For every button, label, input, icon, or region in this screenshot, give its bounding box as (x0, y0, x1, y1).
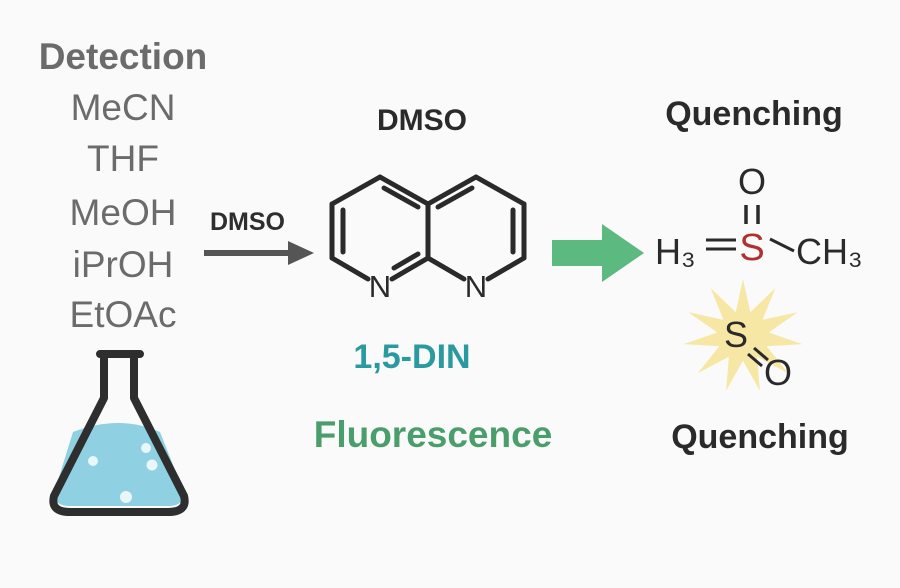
naphthyridine-structure: N N (329, 174, 527, 304)
quenching-top-label: Quenching (665, 95, 843, 133)
solvent-mecn: MeCN (70, 87, 176, 128)
green-arrow-icon (552, 224, 644, 282)
burst-icon: S O (683, 279, 803, 393)
arrow-label-dmso: DMSO (210, 208, 285, 236)
starburst-shape (683, 279, 803, 391)
atom-n-right: N (465, 269, 487, 304)
detection-title: Detection (38, 36, 208, 77)
methyl-left: H₃ (655, 231, 696, 272)
molecule-header: DMSO (377, 104, 467, 137)
bubble (120, 491, 132, 503)
burst-oxygen: O (764, 352, 792, 393)
fluorescence-label: Fluorescence (313, 414, 553, 455)
molecule-name: 1,5-DIN (353, 338, 471, 376)
bubble (141, 443, 151, 453)
methyl-right: CH₃ (796, 231, 863, 272)
solvent-etoac: EtOAc (69, 294, 177, 335)
quenching-bottom-label: Quenching (671, 418, 849, 456)
solvent-meoh: MeOH (69, 192, 177, 233)
flask-liquid (54, 423, 184, 506)
oxygen-atom: O (738, 161, 766, 202)
bubble (146, 459, 158, 471)
solvent-iproh: iPrOH (72, 244, 174, 285)
solvent-thf: THF (87, 138, 159, 179)
flask-outline (49, 350, 189, 516)
atom-n-left: N (369, 269, 391, 304)
reaction-arrow (204, 241, 314, 265)
burst-sulfur: S (724, 314, 748, 355)
erlenmeyer-flask-icon (49, 350, 189, 516)
dmso-structure: O H₃ S CH₃ (655, 161, 863, 272)
bubble (88, 456, 98, 466)
sulfur-atom: S (739, 227, 764, 269)
